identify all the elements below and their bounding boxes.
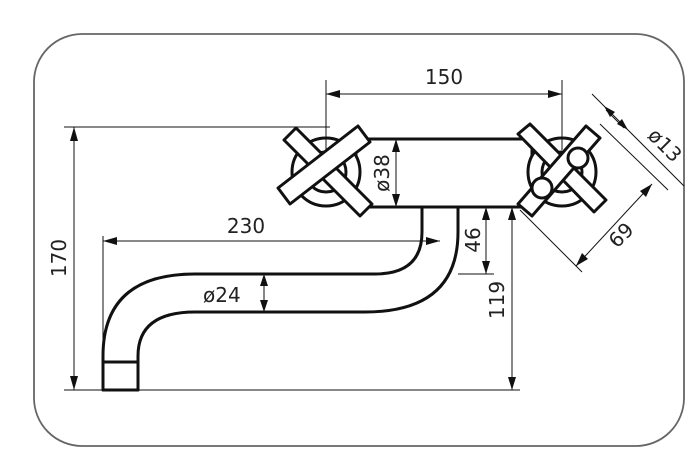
right-handle-knob-top — [566, 146, 590, 170]
dimension-spout-drop: 119 — [138, 206, 520, 391]
dimension-handle-diameter: ø13 — [591, 93, 687, 187]
dimension-spout-diameter: ø24 — [203, 274, 268, 312]
dim-label-o13: ø13 — [643, 123, 687, 167]
dimension-spout-top-offset: 46 — [458, 206, 494, 275]
dim-label-170: 170 — [47, 239, 71, 277]
dim-label-46: 46 — [461, 227, 485, 252]
spout — [101, 205, 460, 392]
right-cross-handle — [516, 122, 608, 218]
dim-label-o38: ø38 — [370, 154, 394, 192]
dim-label-69: 69 — [604, 218, 639, 253]
dimension-body-diameter: ø38 — [370, 139, 400, 207]
left-cross-handle — [276, 124, 374, 218]
dim-label-119: 119 — [485, 281, 509, 319]
dimension-spout-reach: 230 — [102, 214, 440, 356]
drawing-frame — [33, 33, 685, 447]
dim-label-150: 150 — [425, 65, 463, 89]
right-handle-knob-bottom — [530, 176, 554, 200]
spout-inner-edge — [136, 205, 460, 392]
left-handle-bar-b — [276, 124, 372, 206]
dim-label-230: 230 — [227, 214, 265, 238]
spout-outer-edge — [101, 205, 424, 392]
dim-label-o24: ø24 — [203, 283, 241, 307]
spout-outlet — [101, 360, 140, 392]
dimension-total-height: 170 — [47, 126, 330, 391]
dimension-handle-spacing: 150 — [325, 65, 563, 150]
